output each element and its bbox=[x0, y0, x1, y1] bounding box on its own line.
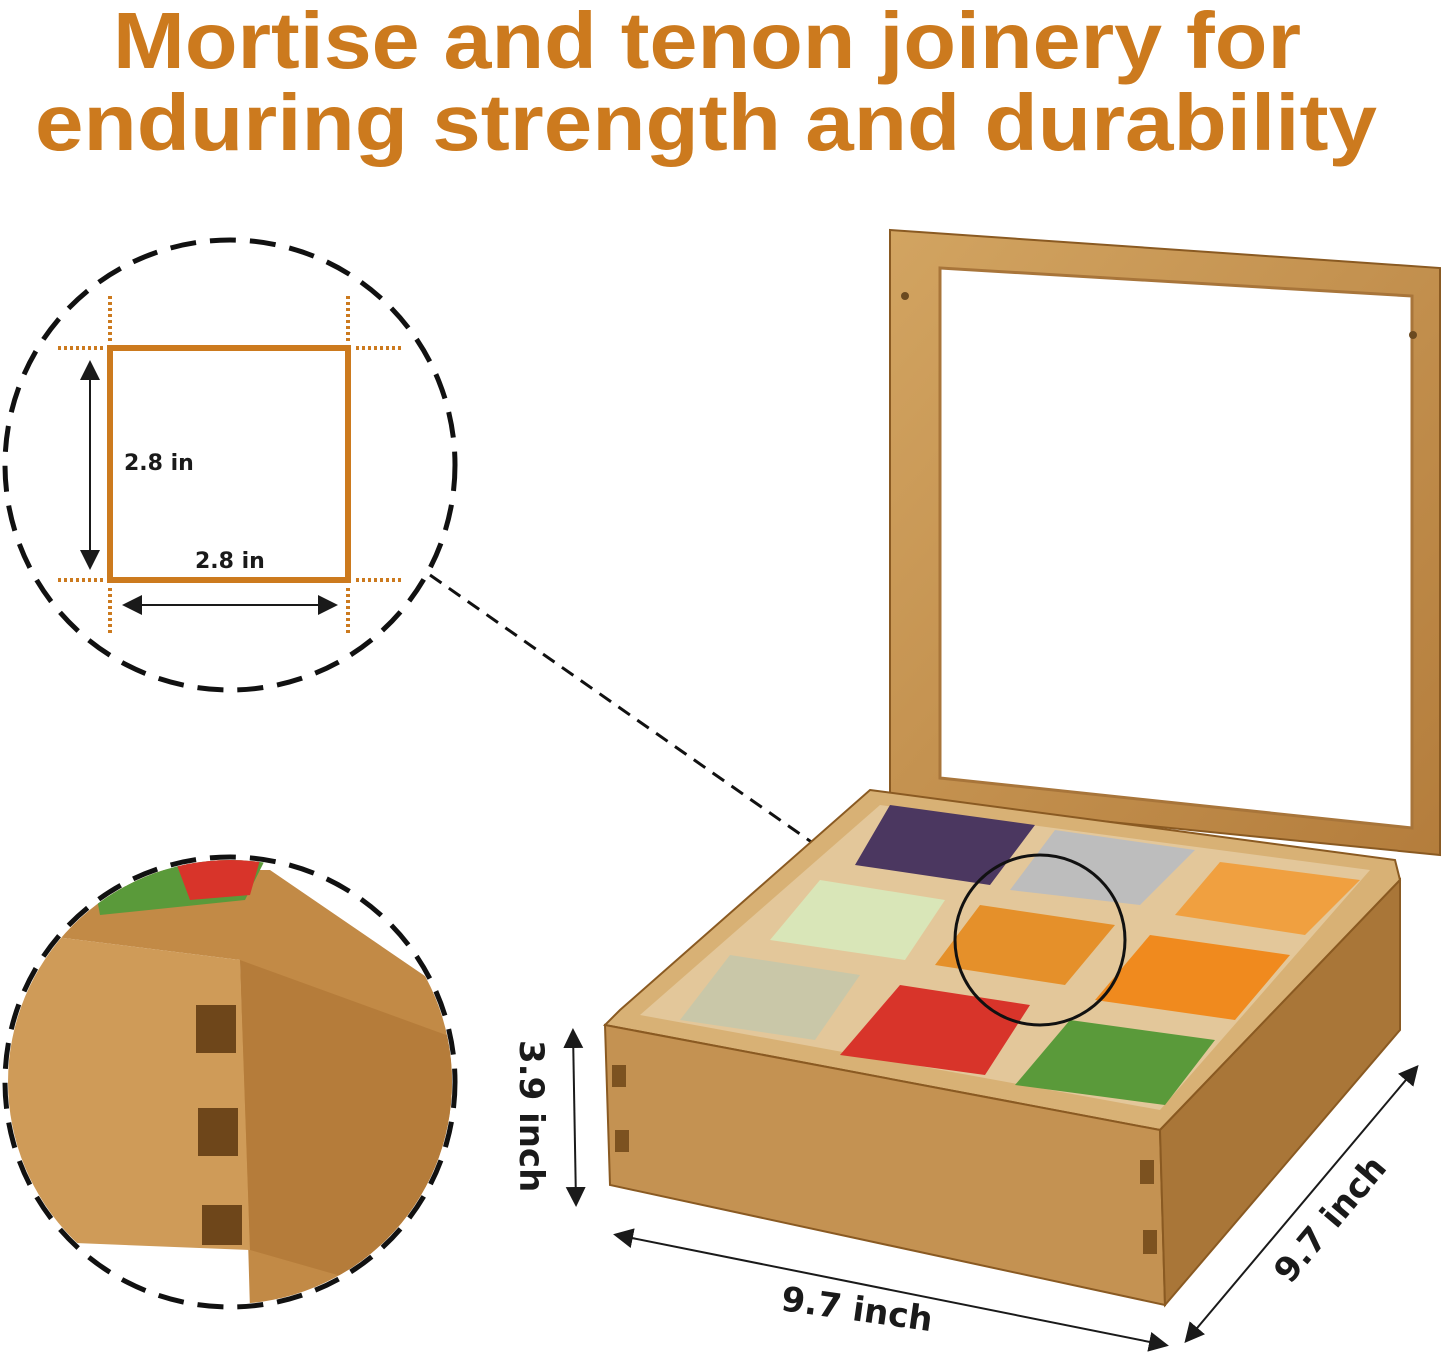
highlight-circle bbox=[953, 853, 1127, 1027]
box-height-arrow bbox=[563, 1028, 586, 1207]
compartment-width-label: 2.8 in bbox=[195, 549, 265, 574]
tea-box bbox=[602, 228, 1441, 1308]
box-height-label: 3.9 inch bbox=[511, 1040, 551, 1192]
lid-window bbox=[938, 266, 1414, 830]
box-depth-arrow bbox=[1184, 1064, 1419, 1344]
headline-line-2: enduring strength and durability bbox=[35, 78, 1378, 167]
compartment-square bbox=[107, 345, 351, 583]
compartment-detail-callout: 2.8 in 2.8 in bbox=[2, 237, 458, 693]
compartment-height-label: 2.8 in bbox=[124, 451, 194, 476]
headline-line-1: Mortise and tenon joinery for bbox=[113, 0, 1301, 85]
box-width-arrow bbox=[613, 1228, 1169, 1352]
tea-bag-grid bbox=[680, 805, 1360, 1105]
joinery-closeup-callout bbox=[2, 854, 458, 1310]
box-width-label: 9.7 inch bbox=[779, 1279, 935, 1340]
